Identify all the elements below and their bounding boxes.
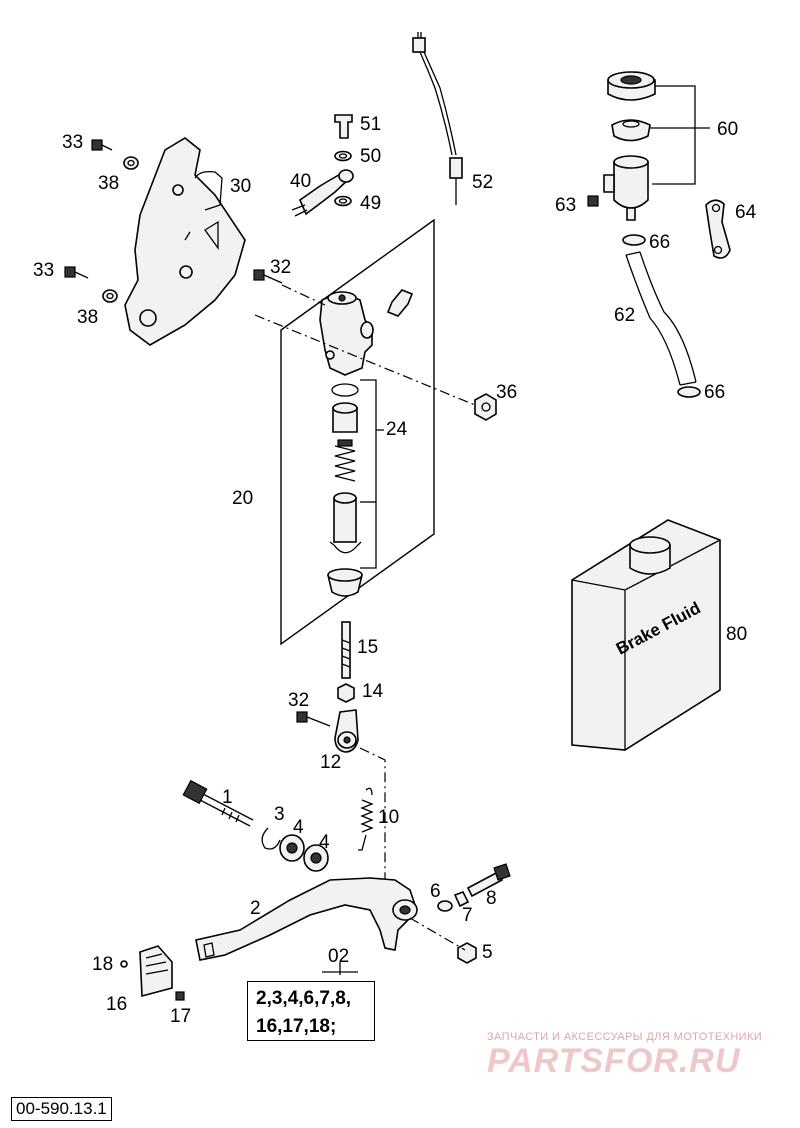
callout-32-lower: 32 xyxy=(288,690,309,711)
bolt-33-upper xyxy=(91,139,113,151)
washer-38-lower xyxy=(102,289,118,303)
callout-4-a: 4 xyxy=(293,817,304,838)
callout-49: 49 xyxy=(360,193,381,214)
dust-boot xyxy=(327,568,363,597)
callout-6: 6 xyxy=(430,881,441,902)
callout-52: 52 xyxy=(472,172,493,193)
bearing-4-a xyxy=(279,834,305,862)
callout-3: 3 xyxy=(274,804,285,825)
callout-66-lower: 66 xyxy=(704,382,725,403)
callout-4-b: 4 xyxy=(319,832,330,853)
master-cylinder-body xyxy=(319,291,374,376)
reservoir-hose-62 xyxy=(625,251,697,386)
callout-18: 18 xyxy=(92,954,113,975)
reservoir-diaphragm xyxy=(611,119,651,142)
callout-33-lower: 33 xyxy=(33,260,54,281)
callout-10: 10 xyxy=(378,807,399,828)
callout-50: 50 xyxy=(360,146,381,167)
circlip xyxy=(329,541,362,554)
callout-15: 15 xyxy=(357,637,378,658)
callout-63: 63 xyxy=(555,195,576,216)
brake-fluid-can xyxy=(571,519,721,751)
callout-80: 80 xyxy=(726,624,747,645)
callout-7: 7 xyxy=(462,905,473,926)
banjo-fitting-40 xyxy=(291,169,354,217)
callout-1: 1 xyxy=(222,787,233,808)
reservoir-body xyxy=(603,155,649,221)
callout-38-lower: 38 xyxy=(77,307,98,328)
brake-pedal-2 xyxy=(195,877,418,961)
callout-12: 12 xyxy=(320,752,341,773)
piston xyxy=(333,492,357,543)
nut-36 xyxy=(474,393,497,421)
callout-66-upper: 66 xyxy=(649,232,670,253)
callout-38-upper: 38 xyxy=(98,173,119,194)
bolt-32-lower xyxy=(296,711,331,727)
callout-60: 60 xyxy=(717,119,738,140)
centerline-clevis-pedal xyxy=(359,747,386,885)
washer-38-upper xyxy=(123,156,139,170)
nut-14 xyxy=(337,683,355,703)
callout-24: 24 xyxy=(386,419,408,440)
hose-clamp-66-upper xyxy=(622,234,646,246)
bolt-33-lower xyxy=(64,266,89,279)
hose-clamp-66-lower xyxy=(677,386,701,398)
kit-contents-box: 2,3,4,6,7,8, 16,17,18; xyxy=(247,981,375,1041)
rubber-18 xyxy=(120,960,128,968)
banjo-bolt-51 xyxy=(334,114,353,139)
nut-5 xyxy=(457,942,477,964)
callout-64: 64 xyxy=(735,202,757,223)
watermark-caption: ЗАПЧАСТИ И АКСЕССУАРЫ ДЛЯ МОТОТЕХНИКИ xyxy=(487,1031,763,1043)
bracket-24 xyxy=(360,379,384,569)
kit-02-bracket xyxy=(322,962,358,975)
callout-17: 17 xyxy=(170,1006,191,1027)
bolt-8 xyxy=(466,863,511,898)
hose-connector xyxy=(386,289,414,317)
watermark-logo: PARTSFOR.RU xyxy=(487,1042,741,1080)
callout-5: 5 xyxy=(482,942,493,963)
bolt-32-upper xyxy=(253,269,283,284)
callout-16: 16 xyxy=(106,994,127,1015)
pivot-bolt-1 xyxy=(182,779,254,827)
o-ring xyxy=(331,383,359,397)
circlip-3 xyxy=(261,827,281,850)
callout-62: 62 xyxy=(614,305,635,326)
clevis-12 xyxy=(334,709,359,753)
callout-40: 40 xyxy=(290,171,311,192)
centerline-pedal-nut xyxy=(409,917,466,951)
washer-6 xyxy=(437,900,453,912)
callout-8: 8 xyxy=(486,888,497,909)
washer-50 xyxy=(334,150,352,162)
callout-14: 14 xyxy=(362,681,384,702)
centerline-upper xyxy=(281,284,326,306)
pedal-tip-16 xyxy=(139,945,173,998)
piston-spring xyxy=(334,439,356,482)
push-rod-15 xyxy=(341,621,351,679)
callout-2: 2 xyxy=(250,898,261,919)
return-spring-10 xyxy=(358,787,374,851)
callout-51: 51 xyxy=(360,114,381,135)
screw-63 xyxy=(587,195,599,207)
washer-49 xyxy=(334,195,352,207)
caliper-guard-part xyxy=(124,137,246,346)
callout-33-upper: 33 xyxy=(62,132,83,153)
document-number: 00-590.13.1 xyxy=(11,1097,112,1121)
kit-contents-line-2: 16,17,18; xyxy=(256,1016,337,1037)
piston-sleeve xyxy=(332,402,358,433)
callout-36: 36 xyxy=(496,382,517,403)
brake-light-switch-52 xyxy=(412,32,463,205)
callout-02: 02 xyxy=(328,946,349,967)
master-cylinder-kit-outline xyxy=(280,218,435,646)
callout-20: 20 xyxy=(232,488,253,509)
callout-30: 30 xyxy=(230,176,251,197)
reservoir-cap-60 xyxy=(607,71,656,101)
bracket-64 xyxy=(705,199,731,259)
bushing-7 xyxy=(453,890,470,908)
screw-17 xyxy=(175,991,185,1001)
bracket-60 xyxy=(650,85,710,185)
callout-32-upper: 32 xyxy=(270,257,291,278)
kit-contents-line-1: 2,3,4,6,7,8, xyxy=(256,988,352,1009)
bearing-4-b xyxy=(303,844,329,872)
